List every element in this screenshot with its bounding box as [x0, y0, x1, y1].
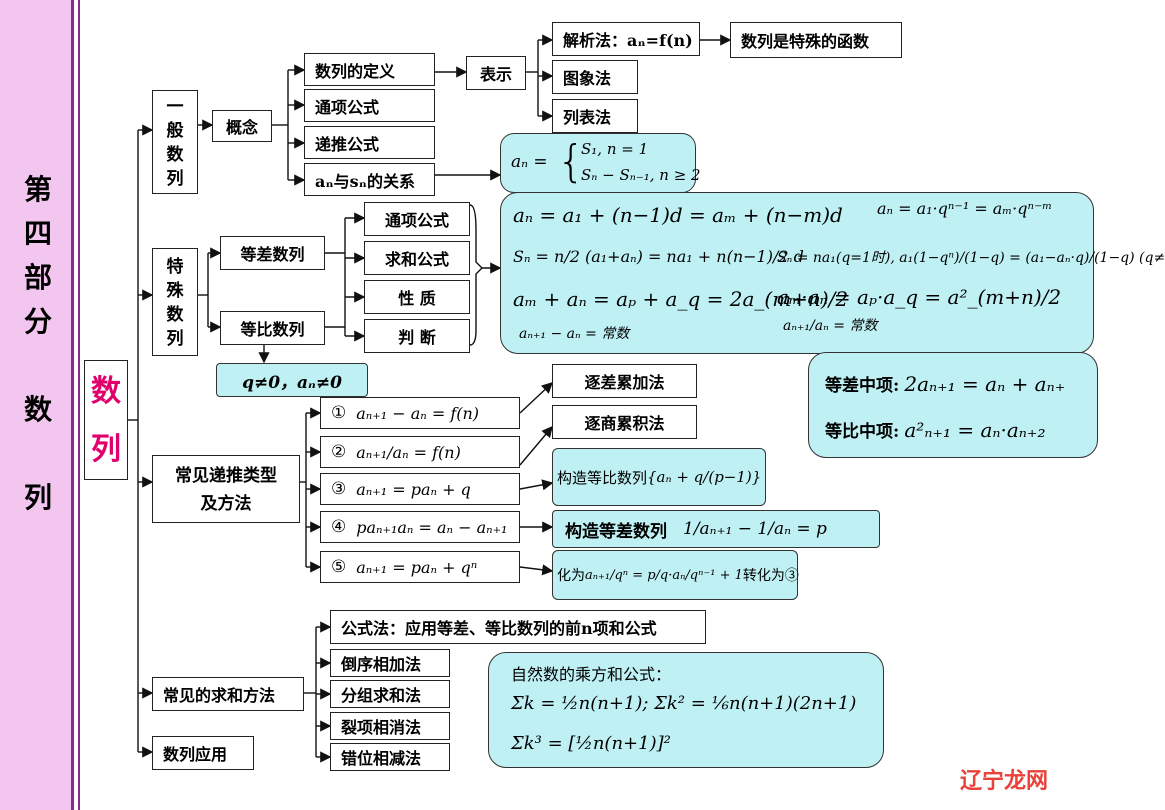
title-char: 部	[23, 261, 52, 294]
root-node: 数列	[84, 360, 128, 480]
arith-middle-formula: 2aₙ₊₁ = aₙ + aₙ₊	[904, 372, 1066, 396]
method-accumulate-diff: 逐差累加法	[552, 364, 697, 398]
prop-general-term: 通项公式	[364, 202, 470, 236]
special-function-note: 数列是特殊的函数	[730, 22, 902, 58]
sum-telescoping: 裂项相消法	[330, 712, 450, 740]
node-arithmetic: 等差数列	[220, 236, 325, 270]
sidebar	[0, 0, 74, 810]
node-summation: 常见的求和方法	[152, 677, 304, 711]
arith-middle-label: 等差中项:	[825, 376, 900, 396]
concept-recurrence: 递推公式	[304, 126, 435, 159]
node-represent: 表示	[466, 56, 526, 90]
node-special: 特殊 数列	[152, 248, 198, 356]
represent-table: 列表法	[552, 99, 638, 133]
natural-sums-box: 自然数的乘方和公式： Σk = ½n(n+1); Σk² = ⅙n(n+1)(2…	[488, 652, 884, 768]
geom-middle-formula: a²ₙ₊₁ = aₙ·aₙ₊₂	[904, 418, 1046, 442]
node-application: 数列应用	[152, 736, 254, 770]
method-construct-geometric: 构造等比数列 {aₙ + q/(p−1)}	[552, 448, 766, 506]
title-char: 分	[23, 305, 52, 338]
sidebar-divider	[74, 0, 80, 810]
middle-term-box: 等差中项: 2aₙ₊₁ = aₙ + aₙ₊ 等比中项: a²ₙ₊₁ = aₙ·…	[808, 352, 1098, 458]
node-geometric: 等比数列	[220, 311, 325, 345]
method-accumulate-quot: 逐商累积法	[552, 405, 697, 439]
title-char: 四	[23, 217, 52, 250]
represent-analytic: 解析法：aₙ=f(n)	[552, 22, 700, 56]
title-char: 第	[23, 173, 52, 206]
node-recursive: 常见递推类型及方法	[152, 455, 300, 523]
node-concept: 概念	[212, 110, 272, 142]
sum-group: 分组求和法	[330, 680, 450, 708]
sum-formula-method: 公式法：应用等差、等比数列的前n项和公式	[330, 610, 706, 644]
section-title: 第 四 部 分 数 列	[14, 168, 62, 520]
title-char: 数	[23, 393, 52, 426]
method-construct-arithmetic: 构造等差数列 1/aₙ₊₁ − 1/aₙ = p	[552, 510, 880, 548]
prop-sum: 求和公式	[364, 241, 470, 275]
represent-graph: 图象法	[552, 60, 638, 94]
brace-icon: {	[557, 136, 585, 187]
sum-shift-subtract: 错位相减法	[330, 743, 450, 771]
method-transform: 化为 aₙ₊₁/qⁿ = p/q·aₙ/qⁿ⁻¹ + 1 转化为③	[552, 550, 799, 600]
title-char: 列	[23, 481, 52, 514]
prop-properties: 性 质	[364, 280, 470, 314]
special-formula-box: aₙ = a₁ + (n−1)d = aₘ + (n−m)d aₙ = a₁·q…	[500, 192, 1165, 354]
concept-definition: 数列的定义	[304, 53, 435, 86]
geom-middle-label: 等比中项:	[825, 422, 900, 442]
concept-an-sn: aₙ与sₙ的关系	[304, 163, 435, 196]
node-general: 一般 数列	[152, 90, 198, 194]
concept-general-term: 通项公式	[304, 89, 435, 122]
prop-judgement: 判 断	[364, 319, 470, 353]
an-sn-formula-box: aₙ = { S₁, n = 1 Sₙ − Sₙ₋₁, n ≥ 2	[500, 133, 701, 193]
connector-lines	[128, 34, 766, 763]
sum-reverse-add: 倒序相加法	[330, 649, 450, 677]
geometric-condition: q≠0，aₙ≠0	[216, 363, 368, 397]
watermark: 辽宁龙网	[959, 769, 1048, 794]
